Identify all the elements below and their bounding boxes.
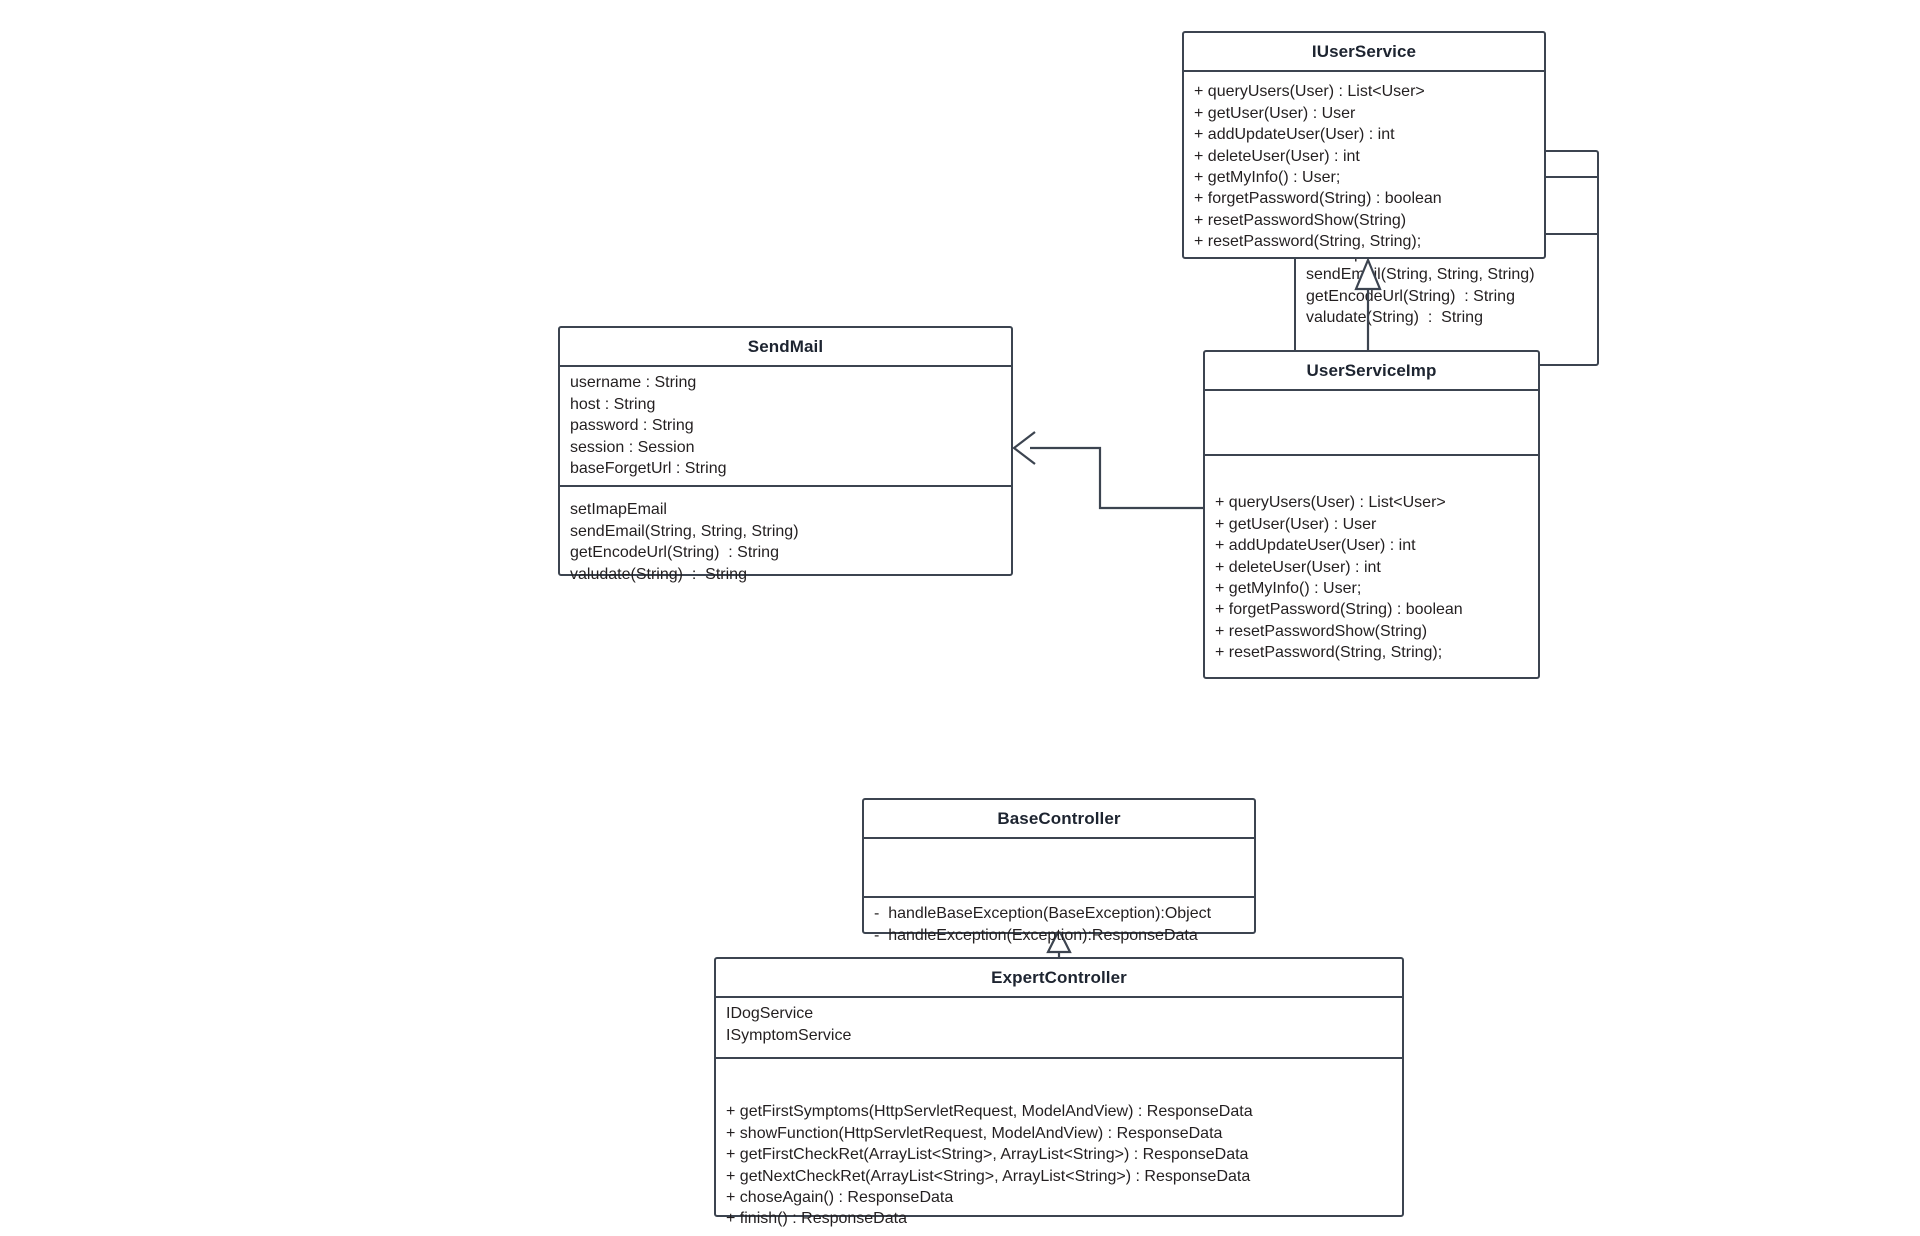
operation-row: sendEmail(String, String, String) — [570, 522, 799, 540]
attribute-row: username : String — [570, 374, 697, 392]
class-title-sendmail: SendMail — [560, 328, 1011, 368]
class-attributes-basecontroller — [864, 839, 1254, 899]
class-title-iuserservice: IUserService — [1184, 33, 1544, 73]
operation-row: valudate(String) : String — [1306, 309, 1483, 327]
operation-row: + queryUsers(User) : List<User> — [1215, 494, 1446, 512]
class-title-expertcontroller: ExpertController — [716, 959, 1402, 999]
connector-userserviceimp-to-sendmail — [1012, 431, 1203, 510]
operation-row: getEncodeUrl(String) : String — [1306, 287, 1515, 305]
operation-row: + resetPassword(String, String); — [1194, 233, 1422, 251]
operation-row: + resetPassword(String, String); — [1215, 644, 1443, 662]
operation-row: + queryUsers(User) : List<User> — [1194, 83, 1425, 101]
operation-row: - handleException(Exception):ResponseDat… — [874, 926, 1198, 944]
attribute-row: IDogService — [726, 1005, 814, 1023]
class-box-basecontroller[interactable]: BaseController - handleBaseException(Bas… — [862, 798, 1256, 944]
operation-row: + forgetPassword(String) : boolean — [1194, 190, 1442, 208]
operation-row: + forgetPassword(String) : boolean — [1215, 601, 1463, 619]
class-box-iuserservice[interactable]: IUserService + queryUsers(User) : List<U… — [1182, 31, 1546, 259]
operation-row: + resetPasswordShow(String) — [1215, 622, 1428, 640]
class-operations-iuserservice: + queryUsers(User) : List<User> + getUse… — [1184, 72, 1544, 273]
class-operations-sendmail: setImapEmail sendEmail(String, String, S… — [560, 487, 1011, 591]
class-box-sendmail[interactable]: SendMail username : String host : String… — [558, 326, 1013, 583]
operation-row: + resetPasswordShow(String) — [1194, 211, 1407, 229]
operation-row: valudate(String) : String — [570, 565, 747, 583]
attribute-row: password : String — [570, 417, 694, 435]
class-attributes-expertcontroller: IDogService ISymptomService — [716, 998, 1402, 1060]
operation-row: + deleteUser(User) : int — [1194, 147, 1360, 165]
attribute-row: host : String — [570, 395, 656, 413]
attribute-row: ISymptomService — [726, 1026, 852, 1044]
attribute-row: baseForgetUrl : String — [570, 460, 727, 477]
operation-row: + getNextCheckRet(ArrayList<String>, Arr… — [726, 1167, 1251, 1185]
operation-row: getEncodeUrl(String) : String — [570, 544, 779, 562]
class-operations-userserviceimp: + queryUsers(User) : List<User> + getUse… — [1205, 456, 1538, 670]
attribute-row: session : Session — [570, 438, 695, 456]
class-box-expertcontroller[interactable]: ExpertController IDogService ISymptomSer… — [714, 957, 1404, 1227]
class-operations-expertcontroller: + getFirstSymptoms(HttpServletRequest, M… — [716, 1059, 1402, 1236]
operation-row: + choseAgain() : ResponseData — [726, 1189, 954, 1206]
class-box-userserviceimp[interactable]: UserServiceImp + queryUsers(User) : List… — [1203, 350, 1540, 679]
operation-row: setImapEmail — [570, 501, 667, 519]
operation-row: + addUpdateUser(User) : int — [1215, 537, 1416, 555]
class-title-basecontroller: BaseController — [864, 800, 1254, 840]
operation-row: + getMyInfo() : User; — [1215, 580, 1362, 597]
operation-row: + getFirstSymptoms(HttpServletRequest, M… — [726, 1103, 1253, 1121]
class-attributes-sendmail: username : String host : String password… — [560, 367, 1011, 488]
class-operations-basecontroller: - handleBaseException(BaseException):Obj… — [864, 898, 1254, 952]
operation-row: + deleteUser(User) : int — [1215, 558, 1381, 576]
operation-row: + getMyInfo() : User; — [1194, 169, 1341, 186]
class-title-userserviceimp: UserServiceImp — [1205, 352, 1538, 392]
operation-row: + addUpdateUser(User) : int — [1194, 126, 1395, 144]
operation-row: - handleBaseException(BaseException):Obj… — [874, 905, 1212, 923]
operation-row: + getFirstCheckRet(ArrayList<String>, Ar… — [726, 1146, 1249, 1164]
operation-row: + finish() : ResponseData — [726, 1210, 907, 1228]
operation-row: + getUser(User) : User — [1194, 104, 1356, 122]
operation-row: + showFunction(HttpServletRequest, Model… — [726, 1124, 1223, 1142]
operation-row: + getUser(User) : User — [1215, 515, 1377, 533]
class-attributes-userserviceimp — [1205, 391, 1538, 457]
